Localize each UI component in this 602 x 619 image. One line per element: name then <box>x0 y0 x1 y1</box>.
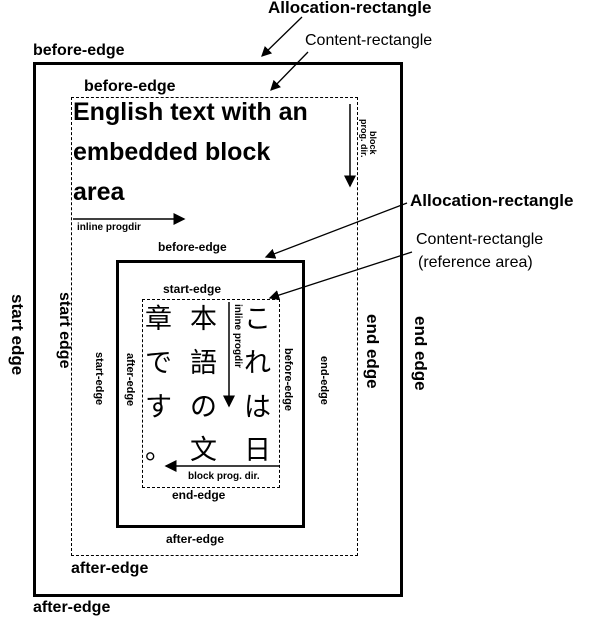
outer-end-edge: end edge <box>411 316 430 391</box>
jp-col2-char-1: 本 <box>190 304 217 335</box>
outer-allocation-label: Allocation-rectangle <box>268 0 432 17</box>
jp-col2-char-4: 文 <box>190 435 217 466</box>
inner-inline-prog-dir-label: inline progdir <box>232 304 243 368</box>
outer-content-end-edge: end edge <box>363 314 382 389</box>
inner-allocation-pointer <box>264 202 408 259</box>
english-text-line-2: embedded block <box>73 138 271 166</box>
jp-col3-char-3: す <box>145 392 172 423</box>
english-text-line-3: area <box>73 178 125 206</box>
outer-before-edge: before-edge <box>33 42 125 59</box>
inner-content-label-2: (reference area) <box>418 254 533 271</box>
jp-col1-char-3: は <box>244 392 271 423</box>
outer-content-before-edge: before-edge <box>84 78 176 95</box>
outer-content-pointer <box>270 51 309 91</box>
inner-content-end-edge: end-edge <box>172 488 226 502</box>
jp-col3-char-4: 。 <box>145 435 172 466</box>
jp-col3-char-1: 章 <box>145 304 172 335</box>
outer-after-edge: after-edge <box>33 599 111 616</box>
outer-content-start-edge: start edge <box>56 292 73 369</box>
inner-content-pointer <box>268 251 413 301</box>
outer-content-label: Content-rectangle <box>305 32 433 49</box>
inner-content-label-1: Content-rectangle <box>416 231 544 248</box>
outer-block-prog-dir-label-1: block <box>368 131 378 155</box>
outer-allocation-pointer <box>261 16 303 57</box>
outer-allocation-rectangle <box>33 62 403 597</box>
inner-start-edge: start-edge <box>93 352 105 406</box>
inner-block-prog-dir-label: block prog. dir. <box>188 471 260 482</box>
outer-content-after-edge: after-edge <box>71 560 149 577</box>
jp-col2-char-2: 語 <box>190 348 217 379</box>
outer-start-edge: start edge <box>8 294 27 376</box>
english-text-line-1: English text with an <box>73 98 308 126</box>
outer-inline-prog-dir-label: inline progdir <box>77 222 141 233</box>
jp-col1-char-4: 日 <box>244 435 271 466</box>
jp-col2-char-3: の <box>190 392 217 423</box>
inner-after-edge: after-edge <box>166 532 225 546</box>
jp-col3-char-2: で <box>145 348 172 379</box>
jp-col1-char-2: れ <box>244 348 271 379</box>
inner-content-start-edge: start-edge <box>163 282 222 296</box>
inner-end-edge: end-edge <box>318 356 330 405</box>
inner-content-rectangle <box>142 299 280 488</box>
inner-allocation-label: Allocation-rectangle <box>410 191 574 210</box>
outer-block-prog-dir-label-2: prog. dir. <box>359 119 369 158</box>
inner-before-edge: before-edge <box>158 240 227 254</box>
inner-allocation-rectangle <box>116 260 305 528</box>
inner-content-before-edge: before-edge <box>282 348 294 411</box>
outer-content-rectangle <box>71 97 358 556</box>
inner-content-after-edge: after-edge <box>124 353 136 407</box>
jp-col1-char-1: こ <box>244 304 271 335</box>
